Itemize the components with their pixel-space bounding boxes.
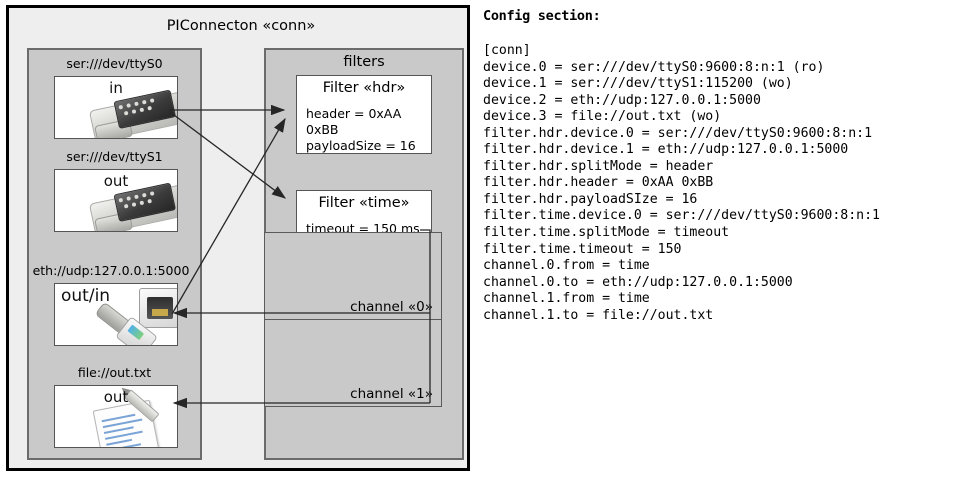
config-line: filter.hdr.splitMode = header [483,158,714,174]
config-text: [conn]device.0 = ser:///dev/ttyS0:9600:8… [483,43,880,324]
filter-title-time: Filter «time» [318,195,410,211]
config-line: filter.hdr.payloadSIze = 16 [483,191,698,207]
device-box-ttyS0[interactable]: in [54,76,178,139]
filter-box-hdr[interactable]: Filter «hdr» header = 0xAA 0xBB payloadS… [296,75,432,154]
config-line: device.2 = eth://udp:127.0.0.1:5000 [483,92,761,108]
filters-panel: filters Filter «hdr» header = 0xAA 0xBB … [264,48,464,460]
config-line: filter.hdr.device.0 = ser:///dev/ttyS0:9… [483,125,873,141]
config-line: channel.0.from = time [483,258,650,274]
device-box-eth[interactable]: out/in [54,283,178,346]
config-line: filter.time.device.0 = ser:///dev/ttyS0:… [483,208,880,224]
filter-props-hdr: header = 0xAA 0xBB payloadSize = 16 [306,106,431,154]
channel-box-0[interactable]: channel «0» [264,232,442,320]
ethernet-connector-icon [55,284,177,345]
device-box-file[interactable]: out [54,385,178,448]
piconnector-container: PIConnecton «conn» ser:///dev/ttyS0 in [6,5,470,471]
config-section: Config section: [conn]device.0 = ser:///… [478,0,964,484]
channel-label-0: channel «0» [350,299,433,315]
config-line: channel.0.to = eth://udp:127.0.0.1:5000 [483,274,793,290]
config-line: filter.hdr.header = 0xAA 0xBB [483,175,714,191]
config-line: filter.time.timeout = 150 [483,241,682,257]
channel-box-1[interactable]: channel «1» [264,319,442,407]
config-heading: Config section: [483,8,601,24]
filter-title-hdr: Filter «hdr» [322,80,406,96]
config-line: filter.time.splitMode = timeout [483,225,730,241]
filters-title: filters [343,54,385,70]
config-line: device.0 = ser:///dev/ttyS0:9600:8:n:1 (… [483,59,825,75]
device-direction-file: out [103,388,129,406]
config-line: channel.1.to = file://out.txt [483,307,714,323]
filter-prop: payloadSize = 16 [306,138,416,153]
text-file-icon [92,386,168,447]
config-line: channel.1.from = time [483,291,650,307]
channel-label-1: channel «1» [350,386,433,402]
devices-panel: ser:///dev/ttyS0 in [27,48,202,460]
device-label-file: file://out.txt [77,365,152,380]
architecture-diagram: PIConnecton «conn» ser:///dev/ttyS0 in [0,0,478,484]
config-line: device.3 = file://out.txt (wo) [483,109,722,125]
device-label-ttyS1: ser:///dev/ttyS1 [66,149,163,164]
config-line: device.1 = ser:///dev/ttyS1:115200 (wo) [483,76,793,92]
config-line: [conn] [483,43,531,58]
serial-port-icon [88,86,177,138]
filter-prop: header = 0xAA 0xBB [306,106,402,137]
piconnector-title: PIConnecton «conn» [166,18,316,34]
device-label-ttyS0: ser:///dev/ttyS0 [66,56,163,71]
device-box-ttyS1[interactable]: out [54,169,178,232]
config-line: filter.hdr.device.1 = eth://udp:127.0.0.… [483,142,849,158]
device-label-eth: eth://udp:127.0.0.1:5000 [32,263,190,278]
serial-port-icon [88,179,177,231]
